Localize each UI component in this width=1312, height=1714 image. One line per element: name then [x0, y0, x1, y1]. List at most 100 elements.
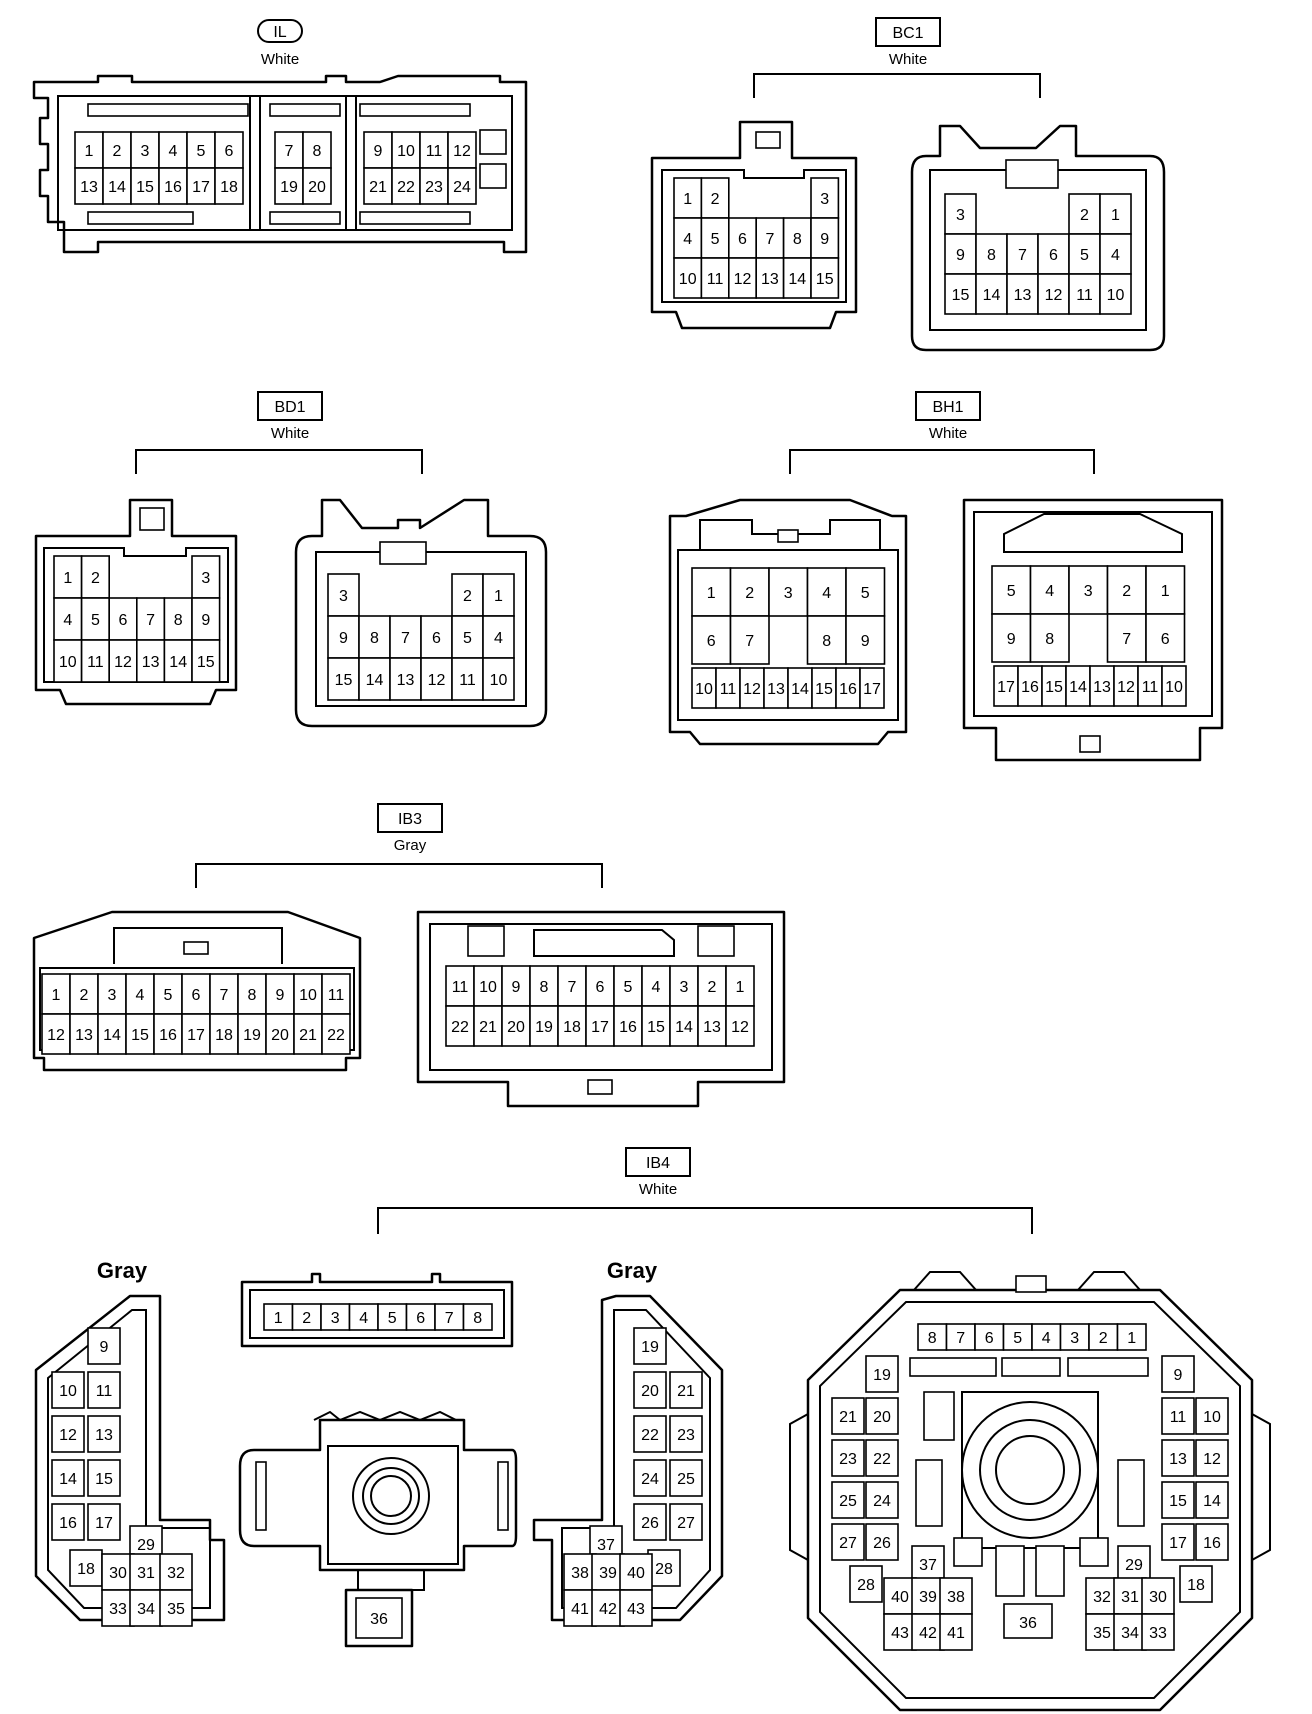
pin-number: 34 — [137, 1601, 155, 1618]
pin-number: 4 — [169, 143, 178, 160]
pin-number: 5 — [624, 979, 633, 996]
bh1-bracket — [789, 449, 1095, 474]
pin-number: 6 — [119, 612, 128, 629]
ib4-big-ring-mid — [979, 1419, 1081, 1521]
pin-number: 13 — [761, 271, 779, 288]
pin-number: 5 — [1013, 1330, 1022, 1347]
pin-number: 19 — [243, 1027, 261, 1044]
pin-cell — [849, 1565, 883, 1603]
pin-number: 5 — [1007, 583, 1016, 600]
pin-number: 22 — [641, 1427, 659, 1444]
pin-number: 9 — [276, 987, 285, 1004]
ib4-center-latch — [313, 1410, 457, 1422]
pin-cell — [806, 615, 847, 665]
pin-number: 32 — [1093, 1589, 1111, 1606]
pin-cell — [669, 1459, 703, 1497]
pin-number: 35 — [167, 1601, 185, 1618]
il-latch-slot — [269, 211, 341, 225]
pin-cell — [591, 1589, 625, 1627]
pin-number: 10 — [299, 987, 317, 1004]
pin-number: 14 — [108, 179, 126, 196]
pin-number: 41 — [571, 1601, 589, 1618]
pin-number: 38 — [571, 1565, 589, 1582]
bc1-right-housing — [910, 124, 1166, 352]
pin-number: 1 — [494, 588, 503, 605]
il-inner-frame — [57, 95, 513, 231]
pin-cell — [302, 167, 332, 205]
pin-number: 16 — [1021, 679, 1039, 696]
pin-number: 1 — [707, 585, 716, 602]
pin-number: 27 — [839, 1535, 857, 1552]
pin-cell — [108, 639, 138, 683]
pin-number: 11 — [707, 271, 724, 288]
pin-number: 15 — [335, 672, 353, 689]
pin-cell — [811, 667, 837, 709]
pin-number: 2 — [1122, 583, 1131, 600]
pin-cell — [633, 1459, 667, 1497]
pin-cell — [883, 1613, 917, 1651]
pin-number: 17 — [95, 1515, 113, 1532]
bc1-code: BC1 — [892, 25, 923, 42]
pin-cell — [591, 1553, 625, 1591]
pin-number: 3 — [339, 588, 348, 605]
pin-number: 14 — [791, 681, 809, 698]
pin-cell — [563, 1553, 597, 1591]
pin-cell — [101, 1553, 135, 1591]
pin-cell — [293, 973, 323, 1015]
pin-cell — [97, 973, 127, 1015]
pin-number: 21 — [839, 1409, 857, 1426]
pin-number: 4 — [359, 1310, 368, 1327]
pin-cell — [529, 1005, 559, 1047]
pin-cell — [1037, 233, 1070, 275]
ib3-right-slot — [697, 925, 735, 957]
pin-cell — [1161, 665, 1187, 707]
pin-cell — [1145, 613, 1186, 663]
pin-number: 2 — [91, 570, 100, 587]
pin-number: 13 — [142, 654, 160, 671]
pin-cell — [691, 615, 732, 665]
pin-number: 1 — [274, 1310, 283, 1327]
pin-cell — [274, 167, 304, 205]
pin-cell — [633, 1327, 667, 1365]
pin-number: 12 — [59, 1427, 77, 1444]
pin-cell — [641, 1005, 671, 1047]
pin-number: 2 — [302, 1310, 311, 1327]
ib3-left-latch — [113, 927, 283, 964]
pin-number: 12 — [453, 143, 471, 160]
pin-number: 1 — [1111, 207, 1120, 224]
pin-cell — [130, 167, 160, 205]
bh1-left-lock — [777, 529, 799, 543]
ib4-color: White — [639, 1181, 677, 1198]
il-divider — [249, 95, 261, 231]
pin-number: 6 — [1049, 247, 1058, 264]
pin-number: 37 — [597, 1537, 615, 1554]
ib4-big-slot — [995, 1545, 1025, 1597]
bd1-color: White — [271, 425, 309, 442]
bc1-code-tag — [875, 17, 941, 47]
pin-number: 24 — [453, 179, 471, 196]
pin-number: 42 — [599, 1601, 617, 1618]
pin-number: 13 — [767, 681, 785, 698]
pin-number: 1 — [683, 191, 692, 208]
pin-cell — [462, 1303, 493, 1331]
ib3-left-lock — [183, 941, 209, 955]
pin-cell — [673, 217, 703, 259]
pin-cell — [1117, 1545, 1151, 1583]
pin-number: 6 — [738, 231, 747, 248]
pin-cell — [1037, 273, 1070, 315]
pin-cell — [87, 1371, 121, 1409]
pin-cell — [974, 1323, 1005, 1351]
pin-number: 17 — [187, 1027, 205, 1044]
pin-number: 7 — [1122, 631, 1131, 648]
il-color: White — [261, 51, 299, 68]
pin-number: 13 — [1169, 1451, 1187, 1468]
pin-cell — [69, 1549, 103, 1587]
pin-cell — [1161, 1523, 1195, 1561]
pin-number: 17 — [997, 679, 1015, 696]
pin-number: 10 — [695, 681, 713, 698]
pin-cell — [1195, 1439, 1229, 1477]
bh1-right-inner — [973, 511, 1213, 717]
ib4-strip-inner — [249, 1289, 505, 1339]
pin-number: 20 — [641, 1383, 659, 1400]
pin-number: 9 — [820, 231, 829, 248]
